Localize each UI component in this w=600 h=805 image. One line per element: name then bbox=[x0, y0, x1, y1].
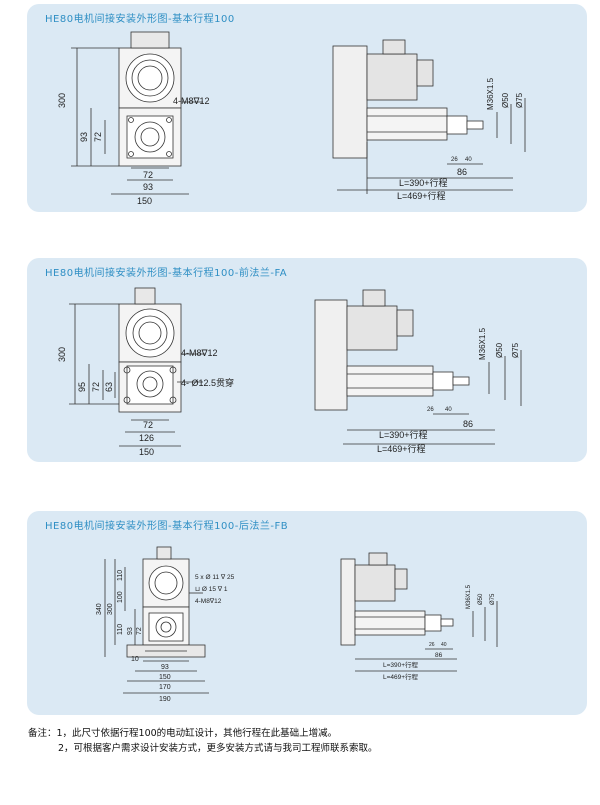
dim-72-v: 72 bbox=[136, 627, 143, 635]
length-390: L=390+行程 bbox=[379, 429, 428, 440]
dia-50: Ø50 bbox=[478, 593, 484, 605]
dim-93: 93 bbox=[79, 132, 89, 142]
drawing-panel-basic: HE80电机间接安装外形图-基本行程100 bbox=[27, 4, 587, 212]
dia-50: Ø50 bbox=[501, 92, 510, 108]
bolt-spec: 4-M8∇12 bbox=[195, 597, 222, 605]
dim-110: 110 bbox=[117, 570, 124, 581]
dim-40: 40 bbox=[445, 407, 452, 413]
dim-150: 150 bbox=[159, 674, 171, 681]
dim-300: 300 bbox=[107, 603, 114, 615]
notes: 备注：1，此尺寸依据行程100的电动缸设计，其他行程在此基础上增减。 2，可根据… bbox=[28, 726, 378, 756]
dim-170: 170 bbox=[159, 684, 171, 691]
length-469: L=469+行程 bbox=[377, 443, 426, 454]
dim-height: 300 bbox=[57, 93, 67, 108]
dia-50: Ø50 bbox=[495, 342, 504, 358]
panel-title: HE80电机间接安装外形图-基本行程100-后法兰-FB bbox=[45, 521, 289, 532]
dim-150: 150 bbox=[137, 196, 152, 206]
dim-95: 95 bbox=[77, 382, 87, 392]
dim-26: 26 bbox=[427, 407, 434, 413]
drawing-panel-rear-flange: HE80电机间接安装外形图-基本行程100-后法兰-FB bbox=[27, 511, 587, 715]
hole-spec-1: 5 x Ø 11 ∇ 25 bbox=[195, 573, 235, 581]
dia-75: Ø75 bbox=[511, 342, 520, 358]
dia-75: Ø75 bbox=[515, 92, 524, 108]
hole-spec: 4- Ø12.5贯穿 bbox=[181, 377, 234, 388]
length-390: L=390+行程 bbox=[399, 177, 448, 188]
thread-spec: M36X1.5 bbox=[478, 327, 487, 360]
dim-126: 126 bbox=[139, 433, 154, 443]
dim-93-h: 93 bbox=[143, 182, 153, 192]
dim-63: 63 bbox=[104, 382, 114, 392]
dim-100: 100 bbox=[117, 591, 124, 603]
thread-spec: M36X1.5 bbox=[466, 584, 472, 609]
length-469: L=469+行程 bbox=[383, 672, 419, 681]
bolt-spec: 4-M8∇12 bbox=[173, 96, 210, 106]
panel-title: HE80电机间接安装外形图-基本行程100 bbox=[45, 14, 235, 25]
dim-26: 26 bbox=[451, 157, 458, 163]
dim-86: 86 bbox=[457, 167, 467, 177]
dim-40: 40 bbox=[465, 157, 472, 163]
dim-150: 150 bbox=[139, 447, 154, 457]
technical-drawing-basic: 300 93 72 72 93 150 4-M8∇12 M36X1.5 Ø50 … bbox=[57, 31, 526, 206]
bolt-spec: 4-M8∇12 bbox=[181, 348, 218, 358]
drawing-panel-front-flange: HE80电机间接安装外形图-基本行程100-前法兰-FA bbox=[27, 258, 587, 462]
dim-190: 190 bbox=[159, 696, 171, 703]
dia-75: Ø75 bbox=[490, 593, 496, 605]
length-469: L=469+行程 bbox=[397, 190, 446, 201]
length-390: L=390+行程 bbox=[383, 660, 419, 669]
dim-height: 300 bbox=[57, 347, 67, 362]
dim-110b: 110 bbox=[117, 624, 124, 635]
dim-10: 10 bbox=[131, 656, 139, 663]
panel-title: HE80电机间接安装外形图-基本行程100-前法兰-FA bbox=[45, 268, 288, 279]
technical-drawing-front-flange: 300 95 72 63 72 126 150 4-M8∇12 4- Ø12.5… bbox=[57, 287, 522, 457]
thread-spec: M36X1.5 bbox=[486, 77, 495, 110]
dim-72-v: 72 bbox=[91, 382, 101, 392]
dim-86: 86 bbox=[435, 652, 443, 659]
note-line-2: 2，可根据客户需求设计安装方式，更多安装方式请与我司工程师联系索取。 bbox=[58, 743, 378, 754]
dim-93-h: 93 bbox=[161, 664, 169, 671]
note-line-1: 备注：1，此尺寸依据行程100的电动缸设计，其他行程在此基础上增减。 bbox=[28, 728, 338, 739]
dim-340: 340 bbox=[96, 603, 103, 615]
dim-93-v: 93 bbox=[127, 627, 134, 635]
hole-spec-2: ⊔ Ø 15 ∇ 1 bbox=[195, 585, 228, 593]
dim-72-h: 72 bbox=[143, 420, 153, 430]
dim-86: 86 bbox=[463, 419, 473, 429]
technical-drawing-rear-flange: 340 300 110 100 110 93 72 10 93 150 170 … bbox=[96, 546, 498, 703]
dim-40: 40 bbox=[441, 642, 447, 648]
dim-72-v: 72 bbox=[93, 132, 103, 142]
dim-26: 26 bbox=[429, 642, 435, 648]
dim-72-h: 72 bbox=[143, 170, 153, 180]
